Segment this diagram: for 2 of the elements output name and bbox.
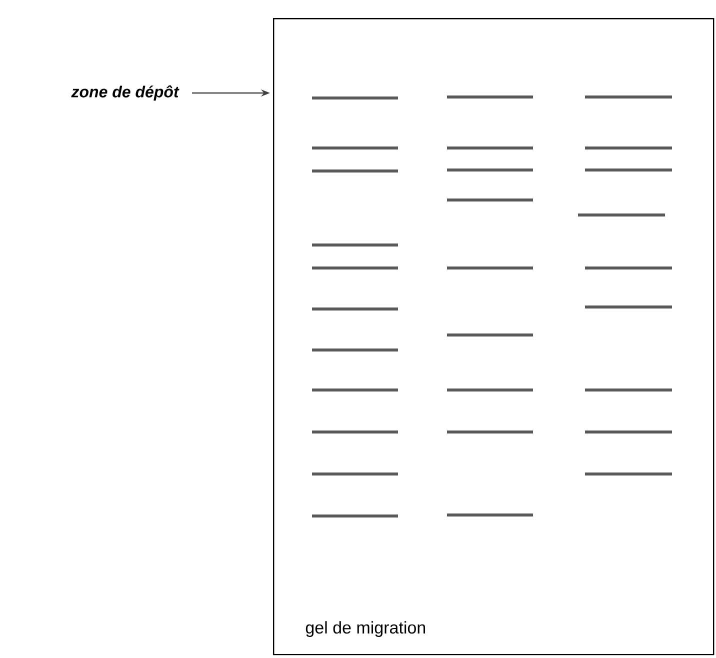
gel-box: gel de migration	[273, 18, 714, 656]
zone-label: zone de dépôt	[71, 85, 180, 101]
